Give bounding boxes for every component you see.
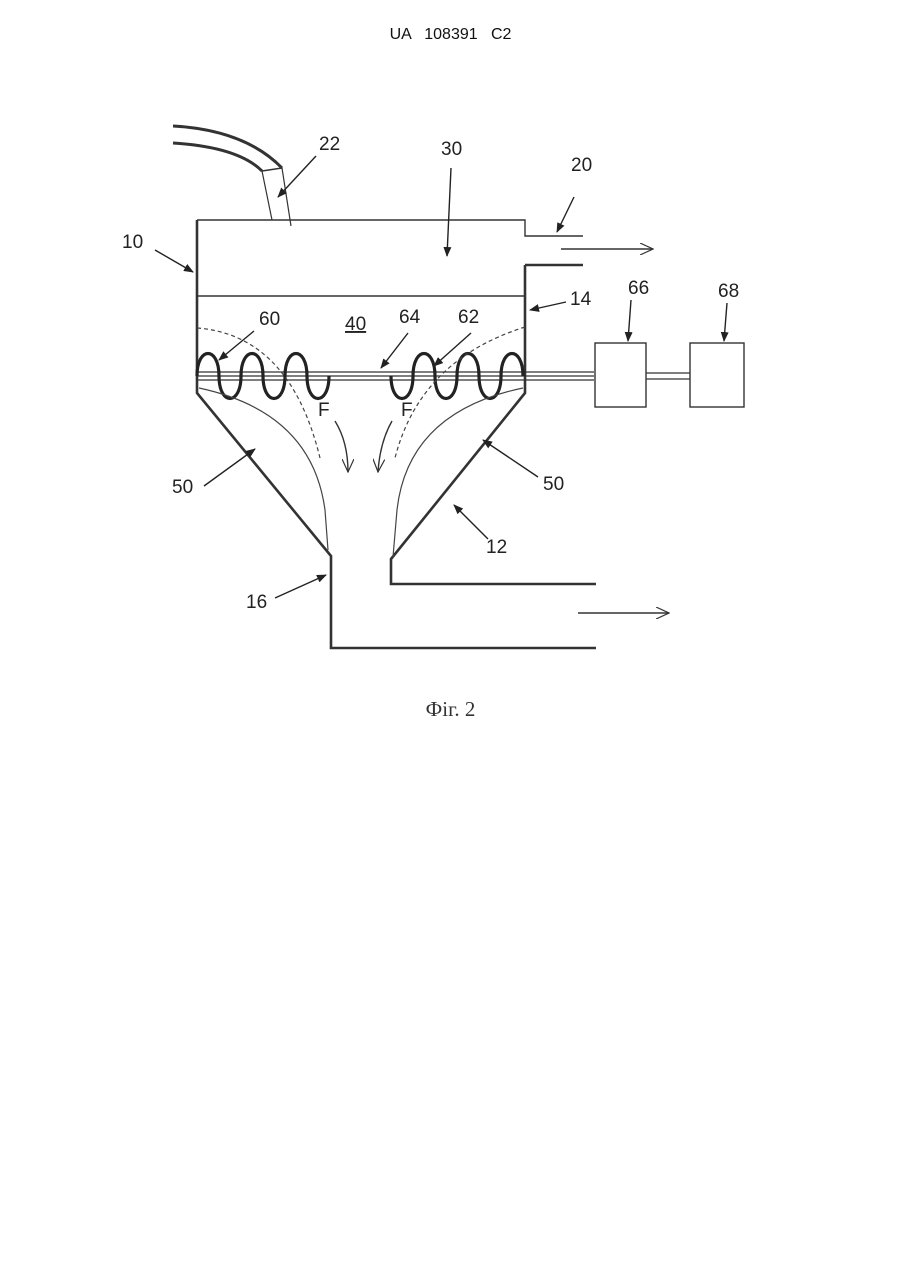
label-40: 40: [345, 314, 366, 335]
vessel: [197, 220, 596, 648]
figure-caption: Фіг. 2: [0, 697, 901, 722]
label-68: 68: [718, 281, 739, 302]
inlet-pipe-22: [173, 126, 291, 226]
label-62: 62: [458, 307, 479, 328]
label-60: 60: [259, 309, 280, 330]
label-12: 12: [486, 537, 507, 558]
label-50-right: 50: [543, 474, 564, 495]
label-20: 20: [571, 155, 592, 176]
label-66: 66: [628, 278, 649, 299]
label-22: 22: [319, 134, 340, 155]
label-50-left: 50: [172, 477, 193, 498]
label-f-right: F: [401, 400, 413, 421]
label-10: 10: [122, 232, 143, 253]
flow-arrows: [335, 249, 669, 613]
box-68: [690, 343, 744, 407]
top-edge: [197, 220, 583, 236]
box-66: [595, 343, 646, 407]
label-30: 30: [441, 139, 462, 160]
label-14: 14: [570, 289, 592, 310]
label-f-left: F: [318, 400, 330, 421]
label-64: 64: [399, 307, 421, 328]
label-16: 16: [246, 592, 267, 613]
